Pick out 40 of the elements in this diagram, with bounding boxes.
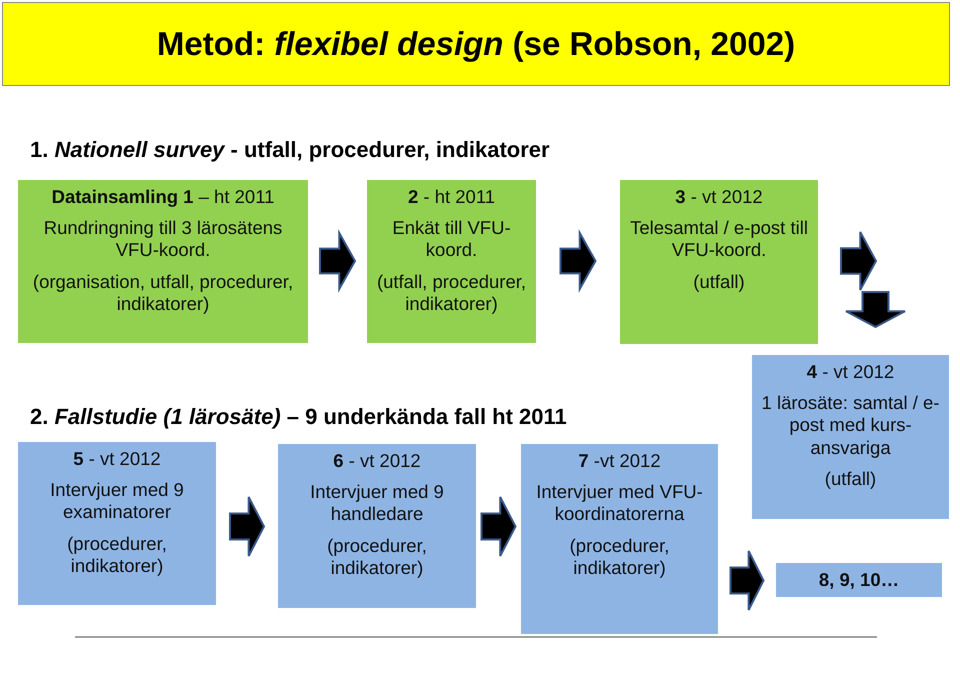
step-text: 8, 9, 10… [818,568,900,592]
block-arrow [840,231,878,291]
step-text: Intervjuer med 9 examinatorer [49,479,185,524]
step-box [620,180,818,344]
step-box [278,444,476,608]
step-heading: 2 - ht 2011 [408,186,496,208]
step-text: Intervjuer med 9 handledare [309,481,445,526]
section-heading: 1. Nationell survey - utfall, procedurer, indikatorer [30,137,550,163]
section-heading: 2. Fallstudie (1 lärosäte) – 9 underkända fall ht 2011 [30,404,567,430]
block-arrow [319,229,356,293]
block-arrow [730,550,765,611]
block-arrow [229,496,266,557]
block-arrow [560,229,597,293]
step-heading: 6 - vt 2012 [333,450,421,472]
title: Metod: flexibel design (se Robson, 2002) [156,25,796,63]
step-text: (utfall) [824,468,876,490]
step-box [752,355,949,519]
step-box [367,180,536,343]
step-text: (procedurer, indikatorer) [66,532,168,577]
step-text: (procedurer, indikatorer) [568,534,670,579]
block-arrow [480,496,517,557]
step-box [18,442,216,605]
step-box [521,444,718,634]
block-arrow [845,291,906,328]
step-text: Rundringning till 3 lärosätens VFU-koord. [42,217,284,262]
step-heading: 3 - vt 2012 [675,186,763,208]
step-heading: 4 - vt 2012 [806,361,894,384]
step-text: (utfall) [693,270,745,293]
step-text: Intervjuer med VFU-koordinatorerna [535,481,704,526]
step-text: Enkät till VFU-koord. [391,217,512,262]
step-text: (organisation, utfall, procedurer, indikatorer) [32,270,294,315]
step-box [776,563,942,597]
step-box [18,180,308,343]
step-text: Telesamtal / e-post till VFU-koord. [629,217,809,262]
step-heading: Datainsamling 1 – ht 2011 [52,186,274,208]
step-text: (procedurer, indikatorer) [326,534,428,579]
step-text: (utfall, procedurer, indikatorer) [376,270,528,315]
step-text: 1 lärosäte: samtal / e-post med kurs-ansvariga [760,392,940,459]
step-heading: 5 - vt 2012 [73,448,161,470]
step-heading: 7 -vt 2012 [578,450,661,472]
